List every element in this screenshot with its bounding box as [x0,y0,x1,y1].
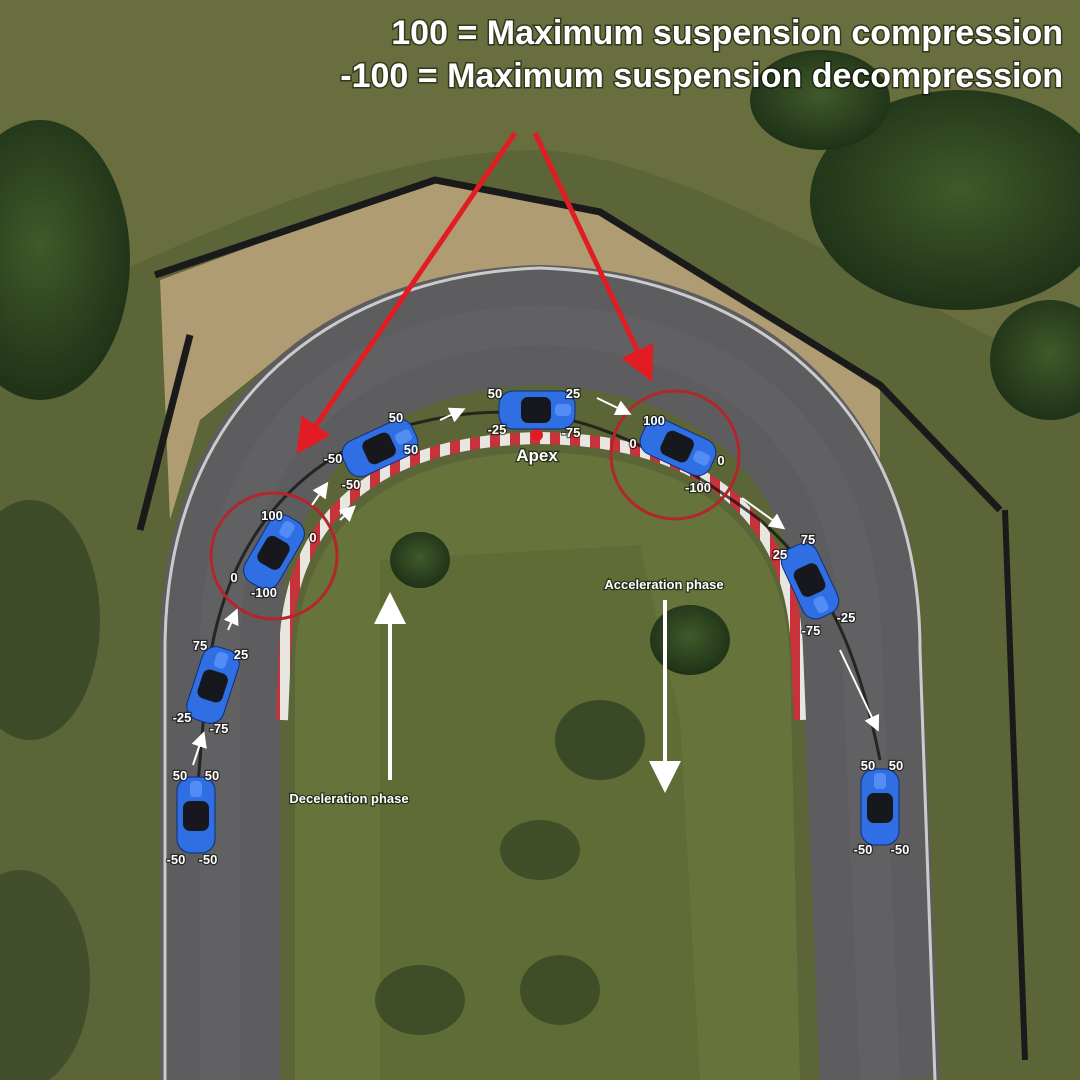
apex-label: Apex [516,446,558,465]
car-8-suspension-value: -50 [854,842,873,857]
car-2-suspension-value: -25 [173,710,192,725]
car-7-suspension-value: 25 [773,547,787,562]
car-4-suspension-value: 50 [404,442,418,457]
acceleration-phase-label: Acceleration phase [604,577,723,592]
car-5-sprite [499,391,575,429]
car-5-suspension-value: -25 [488,422,507,437]
car-7-suspension-value: -25 [837,610,856,625]
apex-dot [531,429,543,441]
car-8-suspension-value: -50 [891,842,910,857]
car-1-suspension-value: -50 [167,852,186,867]
car-5-suspension-value: -75 [562,425,581,440]
car-6-suspension-value: 0 [717,453,724,468]
car-5-suspension-value: 25 [566,386,580,401]
car-5-suspension-value: 50 [488,386,502,401]
car-1-suspension-value: 50 [205,768,219,783]
car-1-suspension-value: 50 [173,768,187,783]
car-3-suspension-value: -100 [251,585,277,600]
car-2-suspension-value: 25 [234,647,248,662]
car-3-suspension-value: 100 [261,508,283,523]
car-3-suspension-value: 0 [309,530,316,545]
car-8-sprite [861,769,899,845]
legend-decompression: -100 = Maximum suspension decompression [340,57,1063,95]
deceleration-phase-label: Deceleration phase [289,791,408,806]
car-6-suspension-value: 0 [629,436,636,451]
car-7-suspension-value: 75 [801,532,815,547]
car-3-suspension-value: 0 [230,570,237,585]
car-4-suspension-value: -50 [324,451,343,466]
car-8-suspension-value: 50 [861,758,875,773]
car-2-suspension-value: -75 [210,721,229,736]
car-7-suspension-value: -75 [802,623,821,638]
car-4-suspension-value: -50 [342,477,361,492]
car-6-suspension-value: 100 [643,413,665,428]
car-1-sprite [177,777,215,853]
car-6-suspension-value: -100 [685,480,711,495]
car-8-suspension-value: 50 [889,758,903,773]
legend-compression: 100 = Maximum suspension compression [391,14,1063,52]
car-1-suspension-value: -50 [199,852,218,867]
car-4-suspension-value: 50 [389,410,403,425]
car-2-suspension-value: 75 [193,638,207,653]
